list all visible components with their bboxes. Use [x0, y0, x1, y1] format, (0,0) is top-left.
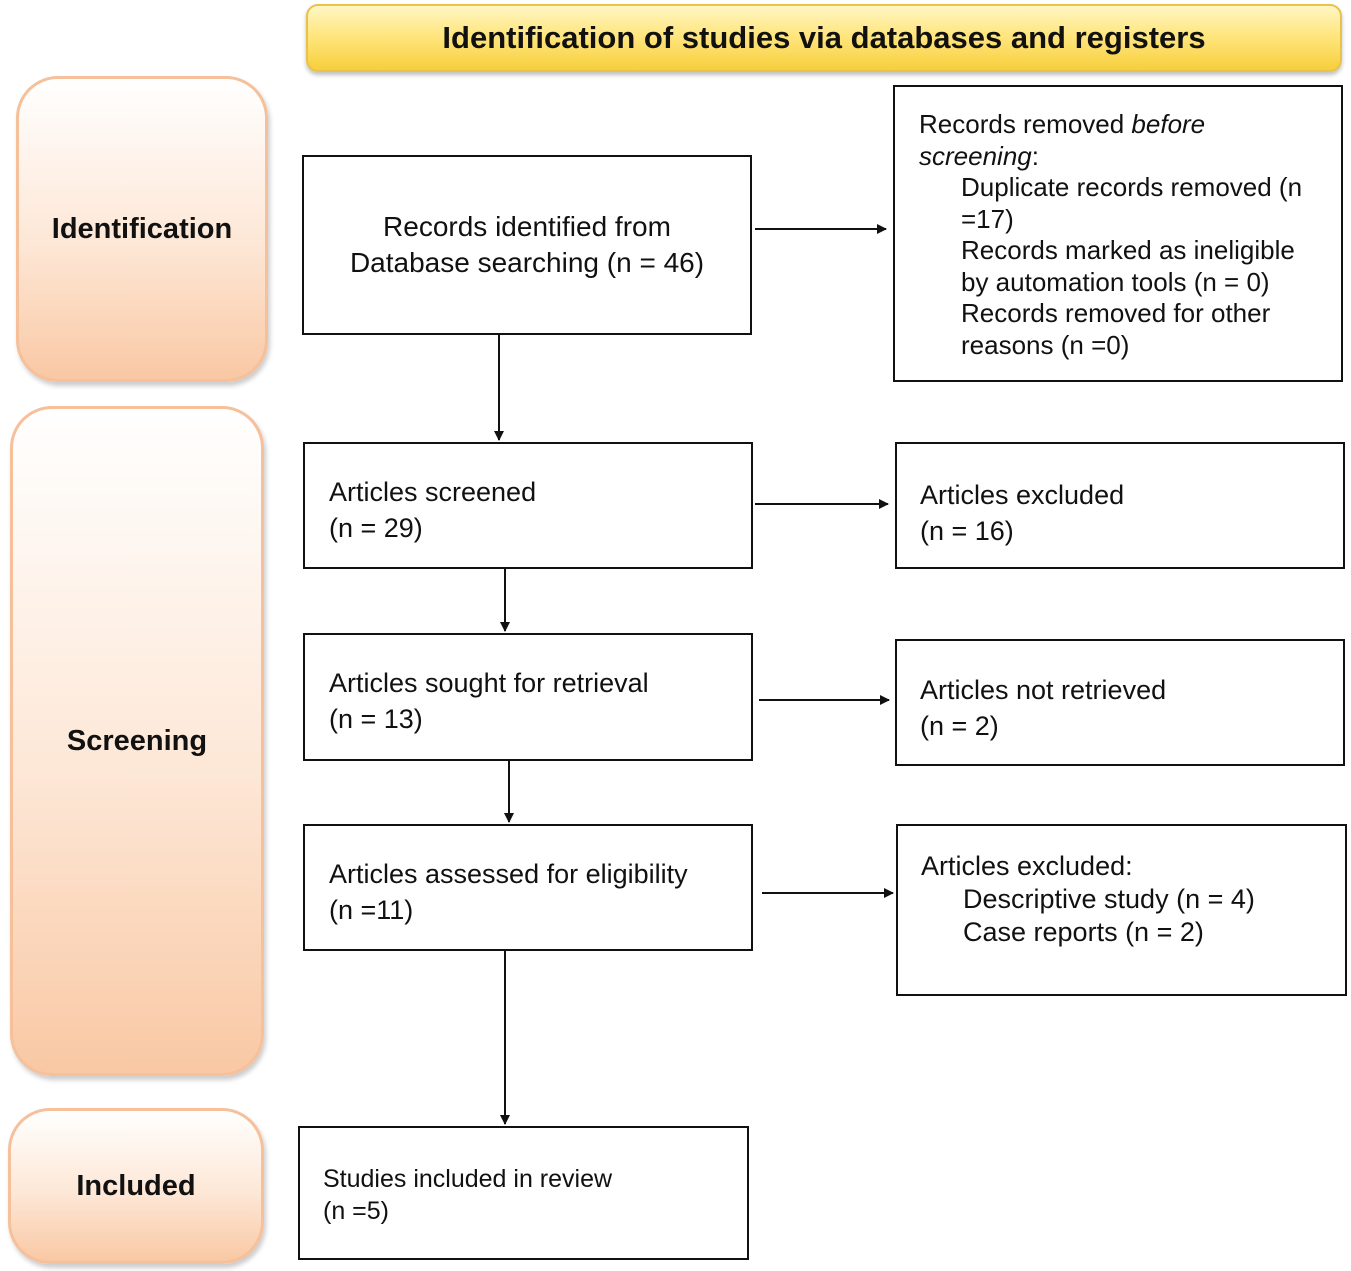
articles-excluded-reason-item: Descriptive study (n = 4)	[963, 884, 1255, 914]
phase-included-label: Included	[76, 1169, 196, 1202]
records-removed-item: Duplicate records removed (n =17)	[961, 172, 1303, 234]
phase-identification: Identification	[16, 76, 268, 382]
phase-screening: Screening	[10, 406, 264, 1076]
articles-excluded-line2: (n = 16)	[920, 516, 1014, 546]
articles-sought-line2: (n = 13)	[329, 704, 423, 734]
studies-included-box: Studies included in review (n =5)	[298, 1126, 749, 1260]
records-removed-item: Records removed for other reasons (n =0)	[961, 298, 1271, 360]
header-title: Identification of studies via databases …	[442, 20, 1206, 55]
articles-assessed-line1: Articles assessed for eligibility	[329, 859, 688, 889]
articles-excluded-reason-item: Case reports (n = 2)	[963, 917, 1204, 947]
articles-assessed-line2: (n =11)	[329, 895, 414, 925]
articles-screened-line1: Articles screened	[329, 477, 537, 507]
articles-sought-line1: Articles sought for retrieval	[329, 668, 649, 698]
articles-not-retrieved-line1: Articles not retrieved	[920, 675, 1167, 705]
records-removed-title: Records removed before screening:	[919, 109, 1206, 171]
phase-included: Included	[8, 1108, 264, 1264]
records-identified-line1: Records identified from	[383, 211, 671, 242]
records-identified-line2: Database searching (n = 46)	[349, 247, 705, 278]
phase-screening-label: Screening	[66, 724, 208, 757]
articles-not-retrieved-box: Articles not retrieved (n = 2)	[895, 639, 1345, 766]
articles-assessed-box: Articles assessed for eligibility (n =11…	[303, 824, 753, 951]
records-identified-box: Records identified from Database searchi…	[302, 155, 752, 335]
records-removed-item: Records marked as ineligible by automati…	[961, 235, 1295, 297]
articles-excluded-line1: Articles excluded	[920, 480, 1125, 510]
articles-not-retrieved-line2: (n = 2)	[920, 711, 999, 741]
articles-excluded-box: Articles excluded (n = 16)	[895, 442, 1345, 569]
articles-excluded-reasons-title: Articles excluded:	[921, 851, 1133, 881]
articles-sought-box: Articles sought for retrieval (n = 13)	[303, 633, 753, 761]
header-banner: Identification of studies via databases …	[306, 4, 1342, 72]
articles-screened-line2: (n = 29)	[329, 513, 423, 543]
articles-excluded-reasons-box: Articles excluded: Descriptive study (n …	[896, 824, 1347, 996]
phase-identification-label: Identification	[51, 212, 233, 245]
studies-included-line1: Studies included in review	[323, 1165, 613, 1193]
articles-screened-box: Articles screened (n = 29)	[303, 442, 753, 569]
studies-included-line2: (n =5)	[323, 1197, 390, 1225]
records-removed-box: Records removed before screening: Duplic…	[893, 85, 1343, 382]
